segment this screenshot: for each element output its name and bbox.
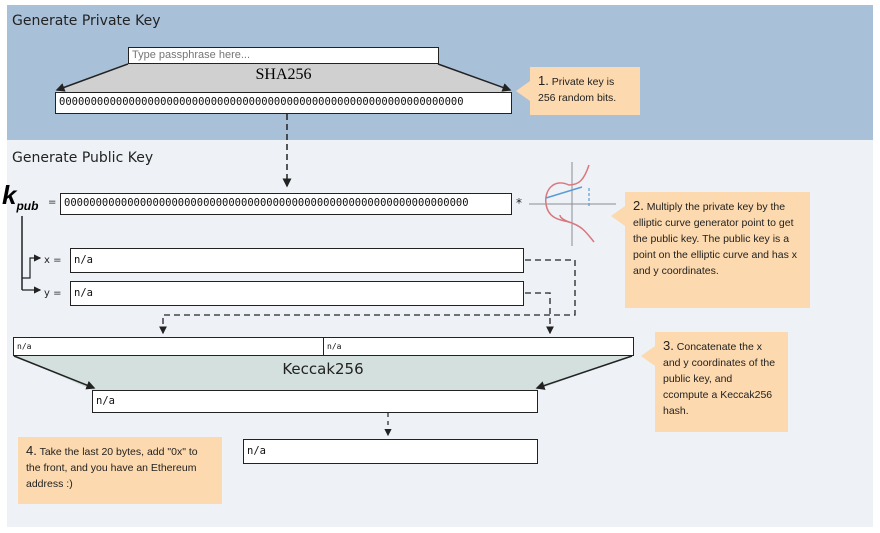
x-label: x = xyxy=(44,255,62,266)
keccak-hash-output: n/a xyxy=(92,390,538,413)
ethereum-address-output: n/a xyxy=(243,439,538,464)
elliptic-curve-icon xyxy=(529,162,616,246)
callout-3: 3. Concatenate the x and y coordinates o… xyxy=(641,332,788,432)
public-section-title: Generate Public Key xyxy=(12,150,154,166)
concat-x: n/a xyxy=(13,337,324,356)
keccak256-label: Keccak256 xyxy=(282,360,364,378)
private-section-title: Generate Private Key xyxy=(12,13,161,29)
y-label: y = xyxy=(44,288,62,299)
passphrase-input[interactable] xyxy=(128,47,439,64)
public-private-key-input: 0000000000000000000000000000000000000000… xyxy=(60,193,512,215)
multiply-sign: * xyxy=(516,196,522,210)
sha256-funnel xyxy=(55,63,512,92)
keccak-funnel xyxy=(13,355,633,390)
y-coordinate: n/a xyxy=(70,281,524,306)
callout-2: 2. Multiply the private key by the ellip… xyxy=(611,192,810,308)
callout-1: 1. Private key is 256 random bits. xyxy=(516,67,640,115)
x-coordinate: n/a xyxy=(70,248,524,273)
equals-sign: = xyxy=(48,197,57,208)
concat-y: n/a xyxy=(323,337,634,356)
private-key-output: 0000000000000000000000000000000000000000… xyxy=(55,92,512,114)
kpub-symbol: kpub xyxy=(2,180,39,214)
sha256-label: SHA256 xyxy=(255,66,312,83)
callout-4: 4. Take the last 20 bytes, add "0x" to t… xyxy=(18,437,222,504)
